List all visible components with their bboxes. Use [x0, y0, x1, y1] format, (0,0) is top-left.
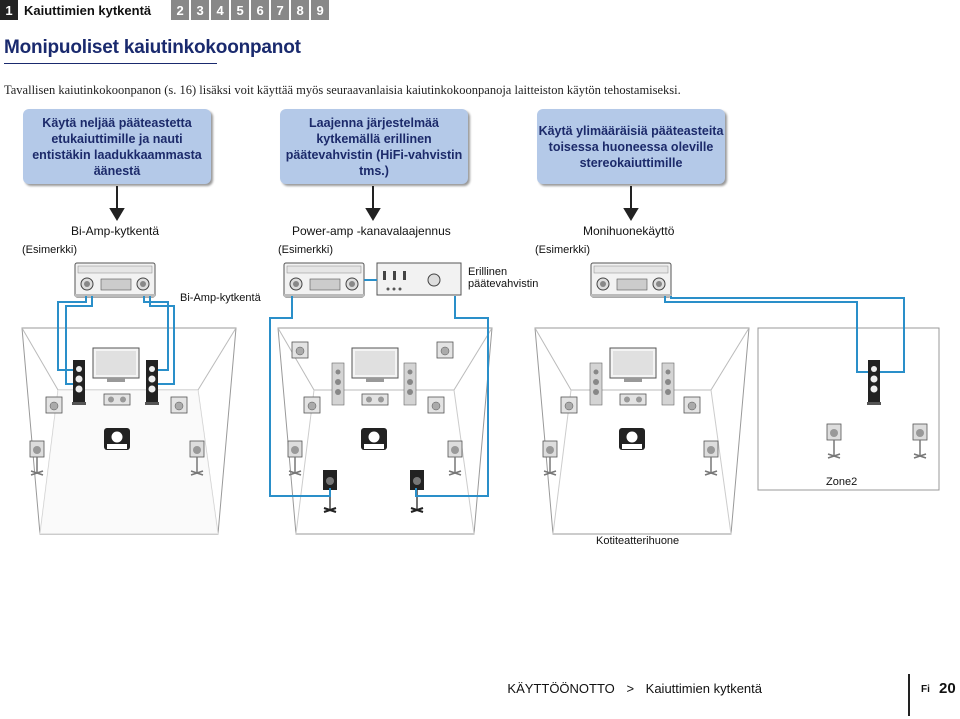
feature-box-poweramp: Laajenna järjestelmää kytkemällä erillin… [280, 109, 468, 184]
title-underline [4, 63, 217, 64]
chapter-tab-6[interactable]: 6 [251, 0, 270, 20]
heading-biamp: Bi-Amp-kytkentä [71, 224, 160, 238]
arrow-icon [109, 186, 639, 221]
zone2-label: Zone2 [826, 476, 858, 488]
chapter-tab-7[interactable]: 7 [271, 0, 290, 20]
home-theater-room-label: Kotiteatterihuone [596, 535, 680, 547]
feature-box-text: Laajenna järjestelmää kytkemällä erillin… [285, 115, 463, 178]
example-label: (Esimerkki) [535, 244, 590, 256]
chapter-tab-3[interactable]: 3 [191, 0, 210, 20]
footer-section[interactable]: KÄYTTÖÖNOTTO [507, 681, 615, 696]
footer-divider [908, 674, 910, 716]
separate-power-amp-icon [376, 262, 462, 296]
chapter-tab-2[interactable]: 2 [171, 0, 190, 20]
chapter-tab-5[interactable]: 5 [231, 0, 250, 20]
feature-box-text: Käytä ylimääräisiä pääteasteita toisessa… [538, 123, 724, 170]
feature-box-multizone: Käytä ylimääräisiä pääteasteita toisessa… [537, 109, 725, 184]
feature-box-biamp: Käytä neljää pääteastetta etukaiuttimill… [23, 109, 211, 184]
intro-text: Tavallisen kaiutinkokoonpanon (s. 16) li… [4, 83, 681, 97]
example-label: (Esimerkki) [22, 244, 77, 256]
biamp-connection-label: Bi-Amp-kytkentä [180, 292, 261, 304]
page-number: 20 [939, 680, 956, 697]
feature-box-text: Käytä neljää pääteastetta etukaiuttimill… [32, 115, 202, 178]
chapter-tab-label: Kaiuttimien kytkentä [24, 2, 152, 18]
biamp-room-diagram [21, 262, 237, 535]
footer-language: Fi [921, 684, 930, 695]
footer-arrow: > [626, 681, 635, 696]
separate-power-amp-label: Erillinen päätevahvistin [468, 266, 539, 290]
footer-page-section[interactable]: Kaiuttimien kytkentä [645, 681, 762, 696]
chapter-tab-4[interactable]: 4 [211, 0, 230, 20]
chapter-tab-number: 1 [0, 0, 18, 20]
page-title: Monipuoliset kaiutinkokoonpanot [4, 37, 301, 58]
heading-poweramp: Power-amp -kanavalaajennus [292, 224, 451, 238]
example-label: (Esimerkki) [278, 244, 333, 256]
chapter-tab-8[interactable]: 8 [291, 0, 310, 20]
chapter-tab-active[interactable]: 1 Kaiuttimien kytkentä [0, 0, 162, 20]
chapter-tab-9[interactable]: 9 [311, 0, 330, 20]
footer-breadcrumb: KÄYTTÖÖNOTTO > Kaiuttimien kytkentä [507, 681, 762, 696]
multizone-room-diagram [534, 262, 940, 535]
heading-multizone: Monihuonekäyttö [583, 224, 675, 238]
chapter-tab-bar: 1 Kaiuttimien kytkentä 2 3 4 5 6 7 8 9 [0, 0, 330, 20]
poweramp-room-diagram [269, 262, 493, 535]
